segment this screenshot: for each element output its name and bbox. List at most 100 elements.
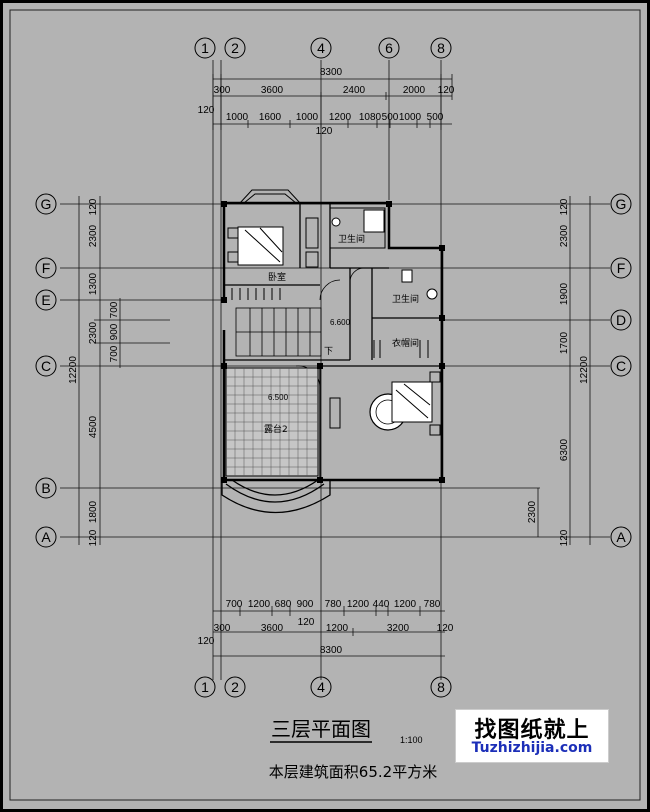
axis-right-f: F (617, 260, 626, 276)
dims-right-text: 120 2300 1900 1700 6300 120 2300 12200 (527, 198, 590, 546)
axis-top-8: 8 (437, 40, 445, 56)
dim-bot-r1-6: 440 (373, 599, 390, 610)
axis-bottom-4: 4 (317, 679, 325, 695)
dim-right-total: 12200 (579, 356, 590, 384)
dim-left-total: 12200 (68, 356, 79, 384)
column-posts (221, 201, 445, 483)
dim-top-r2-4: 120 (438, 85, 455, 96)
stairs (235, 307, 322, 357)
axis-left-e: E (41, 292, 50, 308)
dim-top-r2-1: 3600 (261, 85, 284, 96)
dims-top-text: 8300 300 3600 2400 2000 120 120 1000 160… (198, 67, 455, 137)
curved-balcony (221, 479, 331, 514)
dim-bot-r1-2: 680 (275, 599, 292, 610)
dim-left-0: 120 (88, 198, 99, 215)
terrace-tiles (225, 367, 319, 477)
dim-left-4: 4500 (88, 415, 99, 438)
wardrobe-hangers (231, 288, 429, 358)
watermark-site-text: Tuzhizhijia.com (471, 740, 593, 756)
dimension-lines-top (212, 74, 453, 130)
dim-bot-r1-8: 780 (424, 599, 441, 610)
dim-top-total: 8300 (320, 67, 343, 78)
dims-left-text: 120 2300 1300 2300 4500 1800 120 700 900… (68, 198, 120, 546)
area-note: 本层建筑面积65.2平方米 (269, 763, 437, 781)
room-bath1-label: 卫生间 (338, 233, 365, 245)
drawing-sheet (3, 3, 647, 809)
dim-bot-r1-1: 1200 (248, 599, 271, 610)
axis-bottom-2: 2 (231, 679, 239, 695)
axis-labels: 1 2 4 6 8 1 2 4 8 G F E C B A G F D C A (41, 40, 627, 695)
axis-top-1: 1 (201, 40, 209, 56)
axis-right-a: A (616, 529, 626, 545)
dim-bot-r2-4: 120 (437, 623, 454, 634)
dim-top-r3-6: 1000 (399, 112, 422, 123)
dim-bot-edge-b: 120 (298, 617, 315, 628)
axis-right-g: G (616, 196, 627, 212)
dim-bot-total: 8300 (320, 645, 343, 656)
axis-left-g: G (41, 196, 52, 212)
dim-top-r3-4: 1080 (359, 112, 382, 123)
dim-left-6: 120 (88, 529, 99, 546)
dim-bot-r2-3: 3200 (387, 623, 410, 634)
dim-bot-r1-7: 1200 (394, 599, 417, 610)
dim-top-r3-0: 1000 (226, 112, 249, 123)
watermark-badge: 找图纸就上 Tuzhizhijia.com (455, 709, 609, 763)
room-terrace-label: 露台2 (264, 423, 288, 435)
dimension-lines-sides (78, 196, 591, 545)
axis-bottom-1: 1 (201, 679, 209, 695)
dim-right-inner: 2300 (527, 500, 538, 523)
dim-top-r2-0: 300 (214, 85, 231, 96)
dim-top-r3-7: 500 (427, 112, 444, 123)
dim-left-3: 2300 (88, 321, 99, 344)
dim-top-r3-3: 1200 (329, 112, 352, 123)
sheet-border (9, 9, 641, 801)
bedroom2-furniture (329, 371, 441, 436)
dim-right-4: 6300 (559, 438, 570, 461)
axis-bottom-8: 8 (437, 679, 445, 695)
dim-left-2: 1300 (88, 272, 99, 295)
dim-bot-r2-1: 3600 (261, 623, 284, 634)
dim-bot-r2-2: 1200 (326, 623, 349, 634)
level-6600: 6.600 (330, 318, 351, 327)
dim-bot-r1-0: 700 (226, 599, 243, 610)
axis-top-2: 2 (231, 40, 239, 56)
bath-fixtures (329, 207, 438, 300)
dim-bot-r1-4: 780 (325, 599, 342, 610)
drawing-scale: 1:100 (400, 735, 423, 745)
dim-top-r3-1: 1600 (259, 112, 282, 123)
dim-right-5: 120 (559, 529, 570, 546)
axis-top-6: 6 (385, 40, 393, 56)
room-bedroom-label: 卧室 (268, 271, 286, 283)
axis-right-d: D (616, 312, 626, 328)
dim-top-r2-3: 2000 (403, 85, 426, 96)
dim-top-edge-b: 120 (316, 126, 333, 137)
dim-bot-r1-5: 1200 (347, 599, 370, 610)
dim-left-inner-1: 900 (109, 323, 120, 340)
room-closet-label: 衣帽间 (392, 337, 419, 349)
dim-left-inner-0: 700 (109, 301, 120, 318)
axis-left-c: C (41, 358, 51, 374)
stair-down-label: 下 (324, 347, 333, 357)
dimension-lines-bottom (213, 606, 445, 657)
axis-top-4: 4 (317, 40, 325, 56)
exterior-walls (222, 201, 444, 482)
axis-left-b: B (41, 480, 50, 496)
room-labels: 卧室 卫生间 卫生间 衣帽间 露台2 6.600 6.500 下 (264, 233, 419, 435)
dim-bot-edge-a: 120 (198, 636, 215, 647)
dim-top-edge-a: 120 (198, 105, 215, 116)
bay-window (239, 189, 301, 204)
dim-right-3: 1700 (559, 331, 570, 354)
watermark-main-text: 找图纸就上 (474, 718, 590, 743)
dims-bottom-text: 700 1200 680 900 780 1200 440 1200 780 1… (198, 599, 454, 656)
axis-left-a: A (41, 529, 51, 545)
dim-top-r3-2: 1000 (296, 112, 319, 123)
dim-right-1: 2300 (559, 224, 570, 247)
axis-bubbles (35, 37, 632, 698)
dim-bot-r1-3: 900 (297, 599, 314, 610)
level-6500: 6.500 (268, 393, 289, 402)
axis-left-f: F (42, 260, 51, 276)
bedroom-furniture (227, 217, 319, 268)
room-bath2-label: 卫生间 (392, 293, 419, 305)
